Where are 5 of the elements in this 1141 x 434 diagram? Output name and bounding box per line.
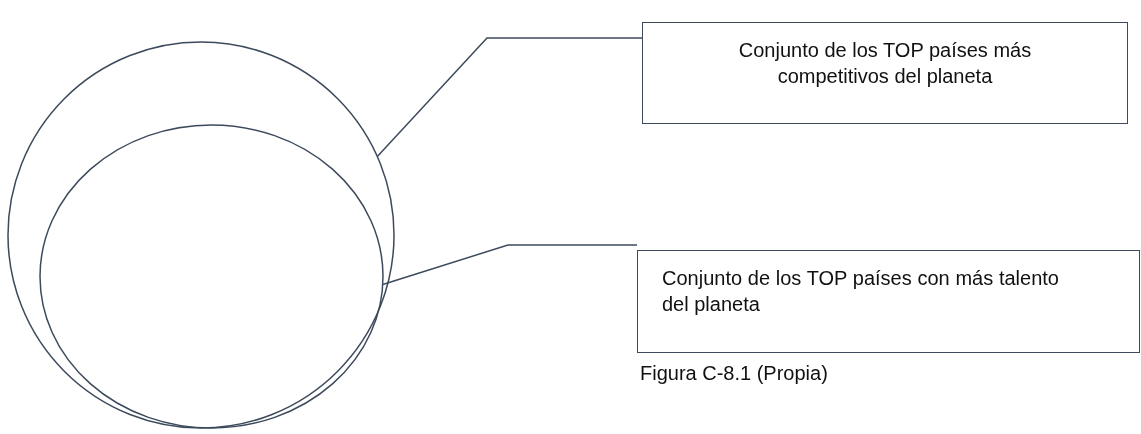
label-box: Conjunto de los TOP países más competitivos del planeta — [642, 22, 1128, 124]
leader-line — [382, 244, 638, 286]
label-box: Conjunto de los TOP países con más talento del planeta — [637, 250, 1140, 353]
figure-caption: Figura C-8.1 (Propia) — [640, 362, 828, 385]
leader-line — [376, 37, 643, 158]
